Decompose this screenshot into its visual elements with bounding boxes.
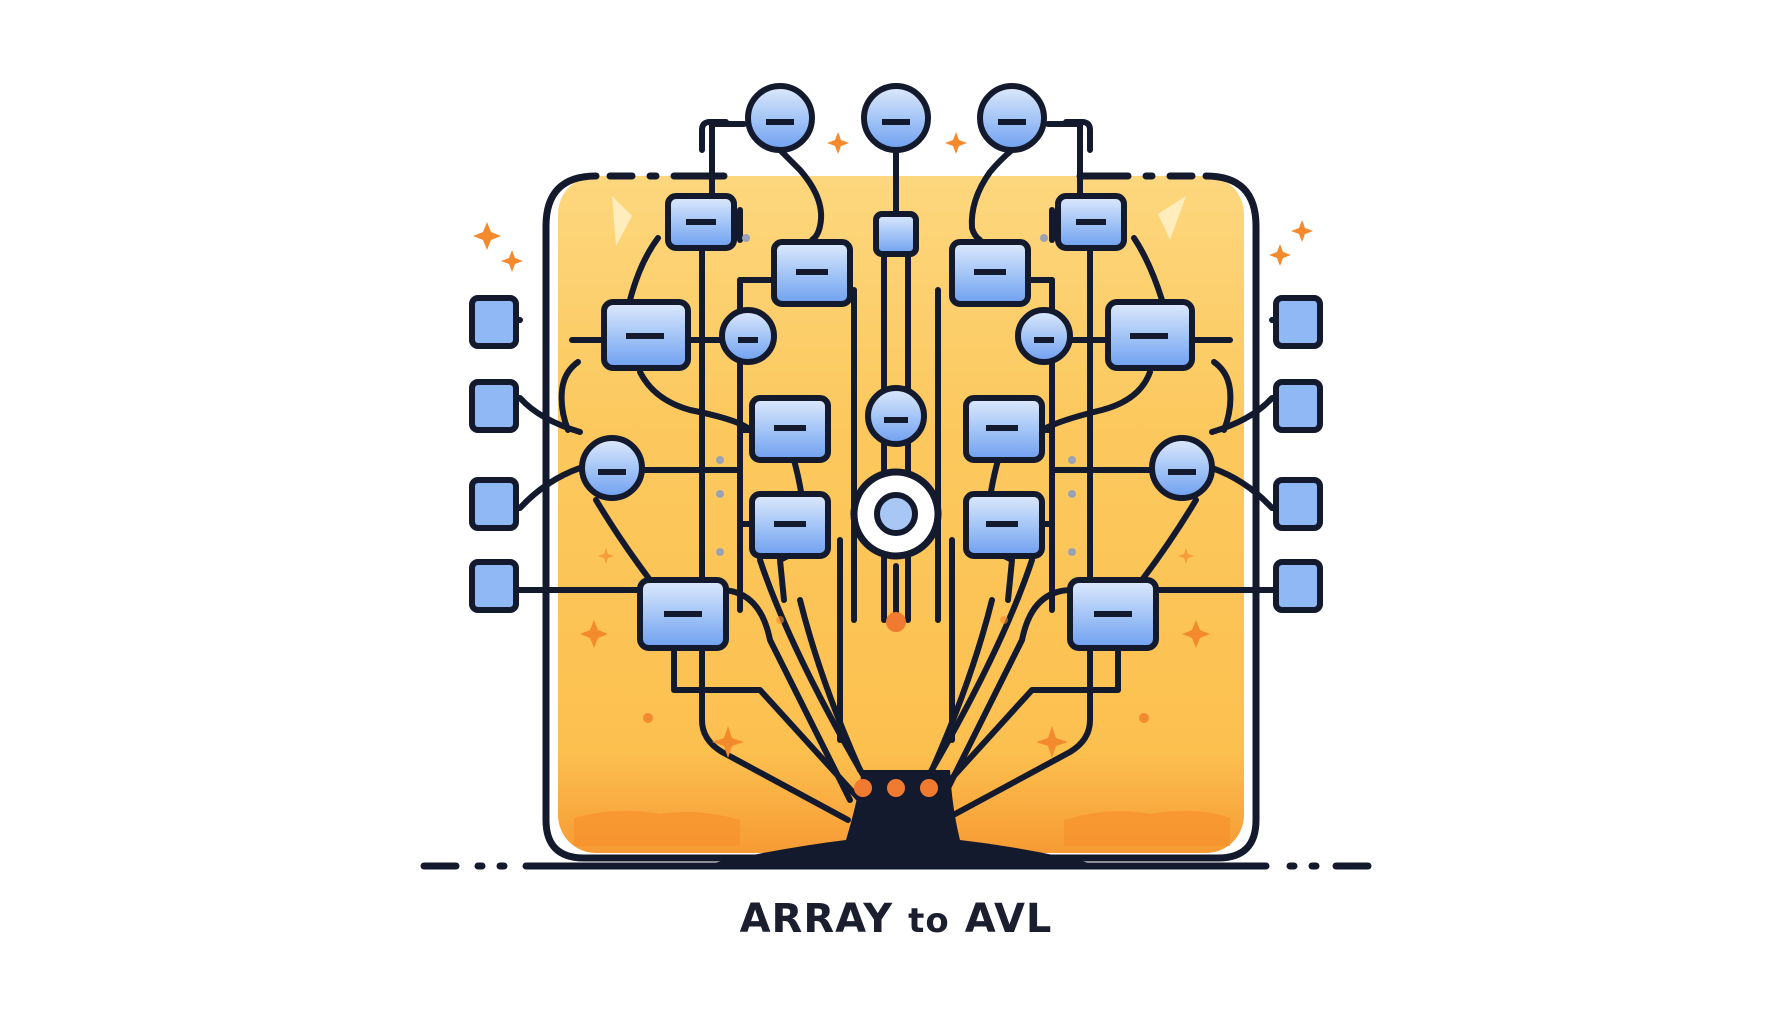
rectangle-node-icon <box>949 239 1031 307</box>
array-cell-icon <box>1273 295 1323 349</box>
array-cell-icon <box>469 295 519 349</box>
diagram-caption: ARRAY to AVL <box>0 896 1792 942</box>
circle-node-icon <box>719 307 777 365</box>
caption-word-avl: AVL <box>964 896 1053 942</box>
circle-node-icon <box>861 83 931 153</box>
trunk-dots <box>854 779 938 797</box>
rectangle-node-icon <box>963 491 1045 559</box>
sparkle-icon <box>1291 220 1313 242</box>
circle-node-icon <box>579 435 645 501</box>
sparkles <box>473 132 1313 758</box>
caption-word-to: to <box>908 901 950 941</box>
tree-trunk-icon <box>700 770 1102 866</box>
rectangle-node-icon <box>1055 193 1127 251</box>
circle-nodes <box>579 83 1215 501</box>
rect-nodes <box>601 193 1195 651</box>
array-cell-icon <box>469 379 519 433</box>
circle-node-icon <box>1015 307 1073 365</box>
panel-dots <box>716 234 1076 556</box>
sparkle-icon <box>598 548 614 564</box>
array-cell-icon <box>469 477 519 531</box>
array-cells-right <box>1273 295 1323 613</box>
sparkle-icon <box>1036 726 1068 758</box>
caption-word-array: ARRAY <box>739 896 894 942</box>
rectangle-node-icon <box>665 193 737 251</box>
array-cell-icon <box>1273 379 1323 433</box>
tree-branches <box>477 119 1315 823</box>
rectangle-node-icon <box>1105 299 1195 371</box>
sparkle-icon <box>827 132 849 154</box>
sparkle-icon <box>1178 548 1194 564</box>
panel-frame <box>542 172 1260 862</box>
rectangle-node-icon <box>771 239 853 307</box>
array-cell-icon <box>1273 477 1323 531</box>
array-cells-left <box>469 295 519 613</box>
rectangle-node-icon <box>601 299 691 371</box>
sparkle-icon <box>1269 244 1291 266</box>
sparkle-icon <box>580 620 608 648</box>
sparkle-icon <box>1182 620 1210 648</box>
rectangle-node-icon <box>749 395 831 463</box>
circle-node-icon <box>977 83 1047 153</box>
rectangle-node-icon <box>637 577 729 651</box>
rectangle-node-icon <box>749 491 831 559</box>
rectangle-node-icon <box>1067 577 1159 651</box>
target-root-icon <box>850 468 942 632</box>
circle-node-icon <box>865 385 927 447</box>
circle-node-icon <box>745 83 815 153</box>
rectangle-node-icon <box>873 211 919 257</box>
sparkle-icon <box>712 726 744 758</box>
array-cell-icon <box>469 559 519 613</box>
sparkle-icon <box>945 132 967 154</box>
rectangle-node-icon <box>963 395 1045 463</box>
circle-node-icon <box>1149 435 1215 501</box>
sparkle-icon <box>473 222 501 250</box>
sparkle-icon <box>501 250 523 272</box>
array-cell-icon <box>1273 559 1323 613</box>
